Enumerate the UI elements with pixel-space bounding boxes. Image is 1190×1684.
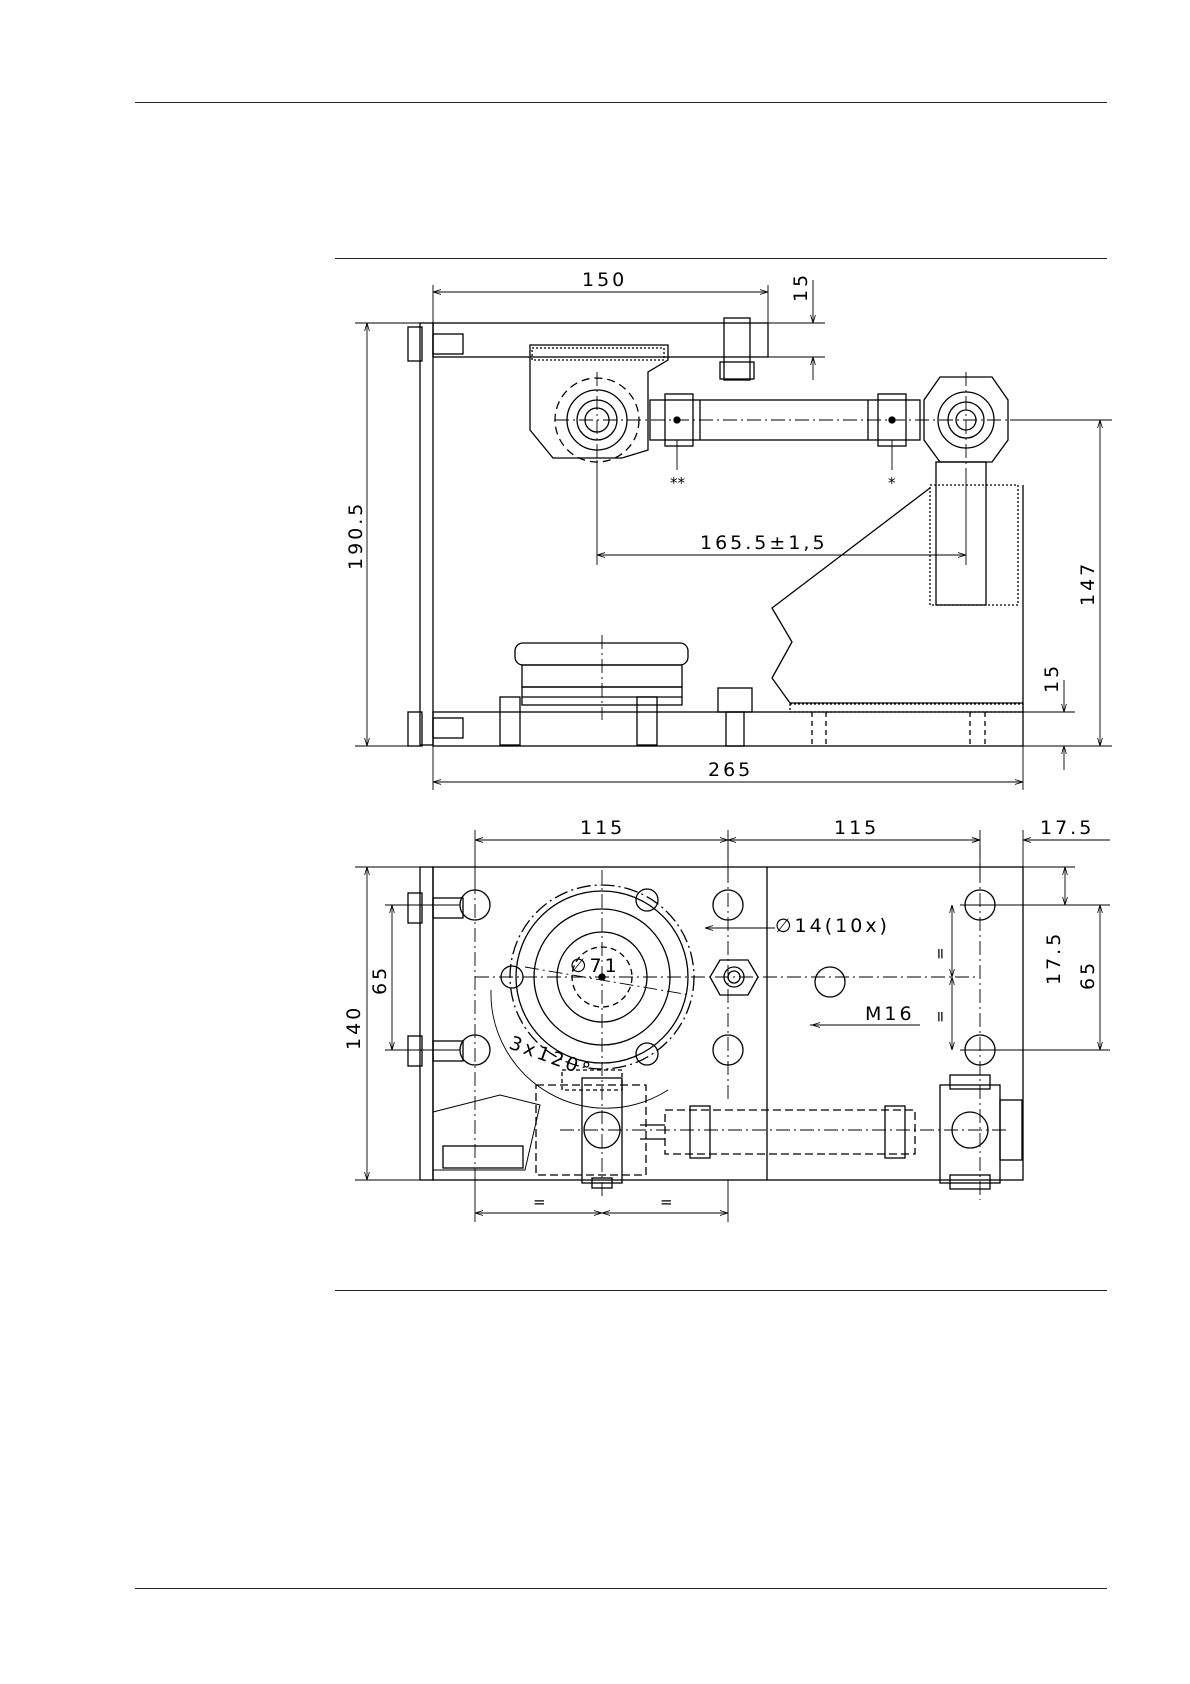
dim-115-left: 115	[580, 817, 625, 839]
equal-mark-v1: =	[931, 947, 949, 960]
thread-m16-label: M16	[865, 1003, 915, 1025]
dim-17-5-top: 17.5	[1040, 817, 1094, 839]
dim-65-left: 65	[369, 965, 391, 995]
load-cell-foot-left	[500, 697, 520, 745]
top-bolt-shank	[433, 334, 463, 354]
top-plate-bolt	[724, 318, 750, 380]
dim-diameter-71: ∅71	[570, 955, 620, 977]
base-plate	[433, 712, 1023, 746]
pattern-3x120-label: 3x120°	[506, 1032, 595, 1082]
marker-single-star: *	[888, 474, 896, 492]
equal-mark-h1: =	[533, 1193, 546, 1211]
bracket-weld	[532, 348, 664, 360]
dim-17-5-right: 17.5	[1043, 931, 1065, 985]
bottom-bolt-shank	[433, 718, 463, 738]
dim-65-right: 65	[1077, 960, 1099, 990]
break-line	[772, 488, 930, 703]
base-bolt	[726, 712, 744, 746]
equal-mark-v2: =	[931, 1010, 949, 1023]
dim-265: 265	[708, 759, 753, 781]
dim-165-5: 165.5±1,5	[700, 532, 828, 554]
base-weld	[790, 704, 1023, 712]
dim-15-bottom: 15	[1041, 663, 1063, 693]
hole	[815, 967, 845, 997]
dim-150: 150	[582, 269, 627, 291]
plan-right-rod-end	[940, 1085, 1000, 1183]
hole-spec-label: ∅14(10x)	[775, 915, 890, 937]
top-plate-nut	[720, 362, 754, 379]
dim-15-top: 15	[790, 272, 812, 302]
dim-147: 147	[1077, 561, 1099, 606]
back-plate	[420, 323, 433, 745]
top-plate	[433, 323, 768, 357]
plan-tie-rod	[665, 1110, 915, 1154]
plan-view-dimensions	[355, 830, 1110, 1222]
dim-190-5: 190.5	[345, 501, 367, 570]
base-bolt-nut	[718, 688, 752, 712]
dim-115-right: 115	[834, 817, 879, 839]
center-bolt-nut	[710, 960, 758, 995]
right-anchor-weld	[930, 485, 1018, 605]
right-anchor-block	[936, 462, 986, 605]
load-cell-foot-right	[637, 697, 657, 745]
pendulum-bracket	[530, 345, 668, 458]
load-cell-top	[515, 643, 688, 665]
dim-140: 140	[343, 1005, 365, 1050]
equal-mark-h2: =	[660, 1193, 673, 1211]
marker-double-star: **	[670, 474, 686, 492]
